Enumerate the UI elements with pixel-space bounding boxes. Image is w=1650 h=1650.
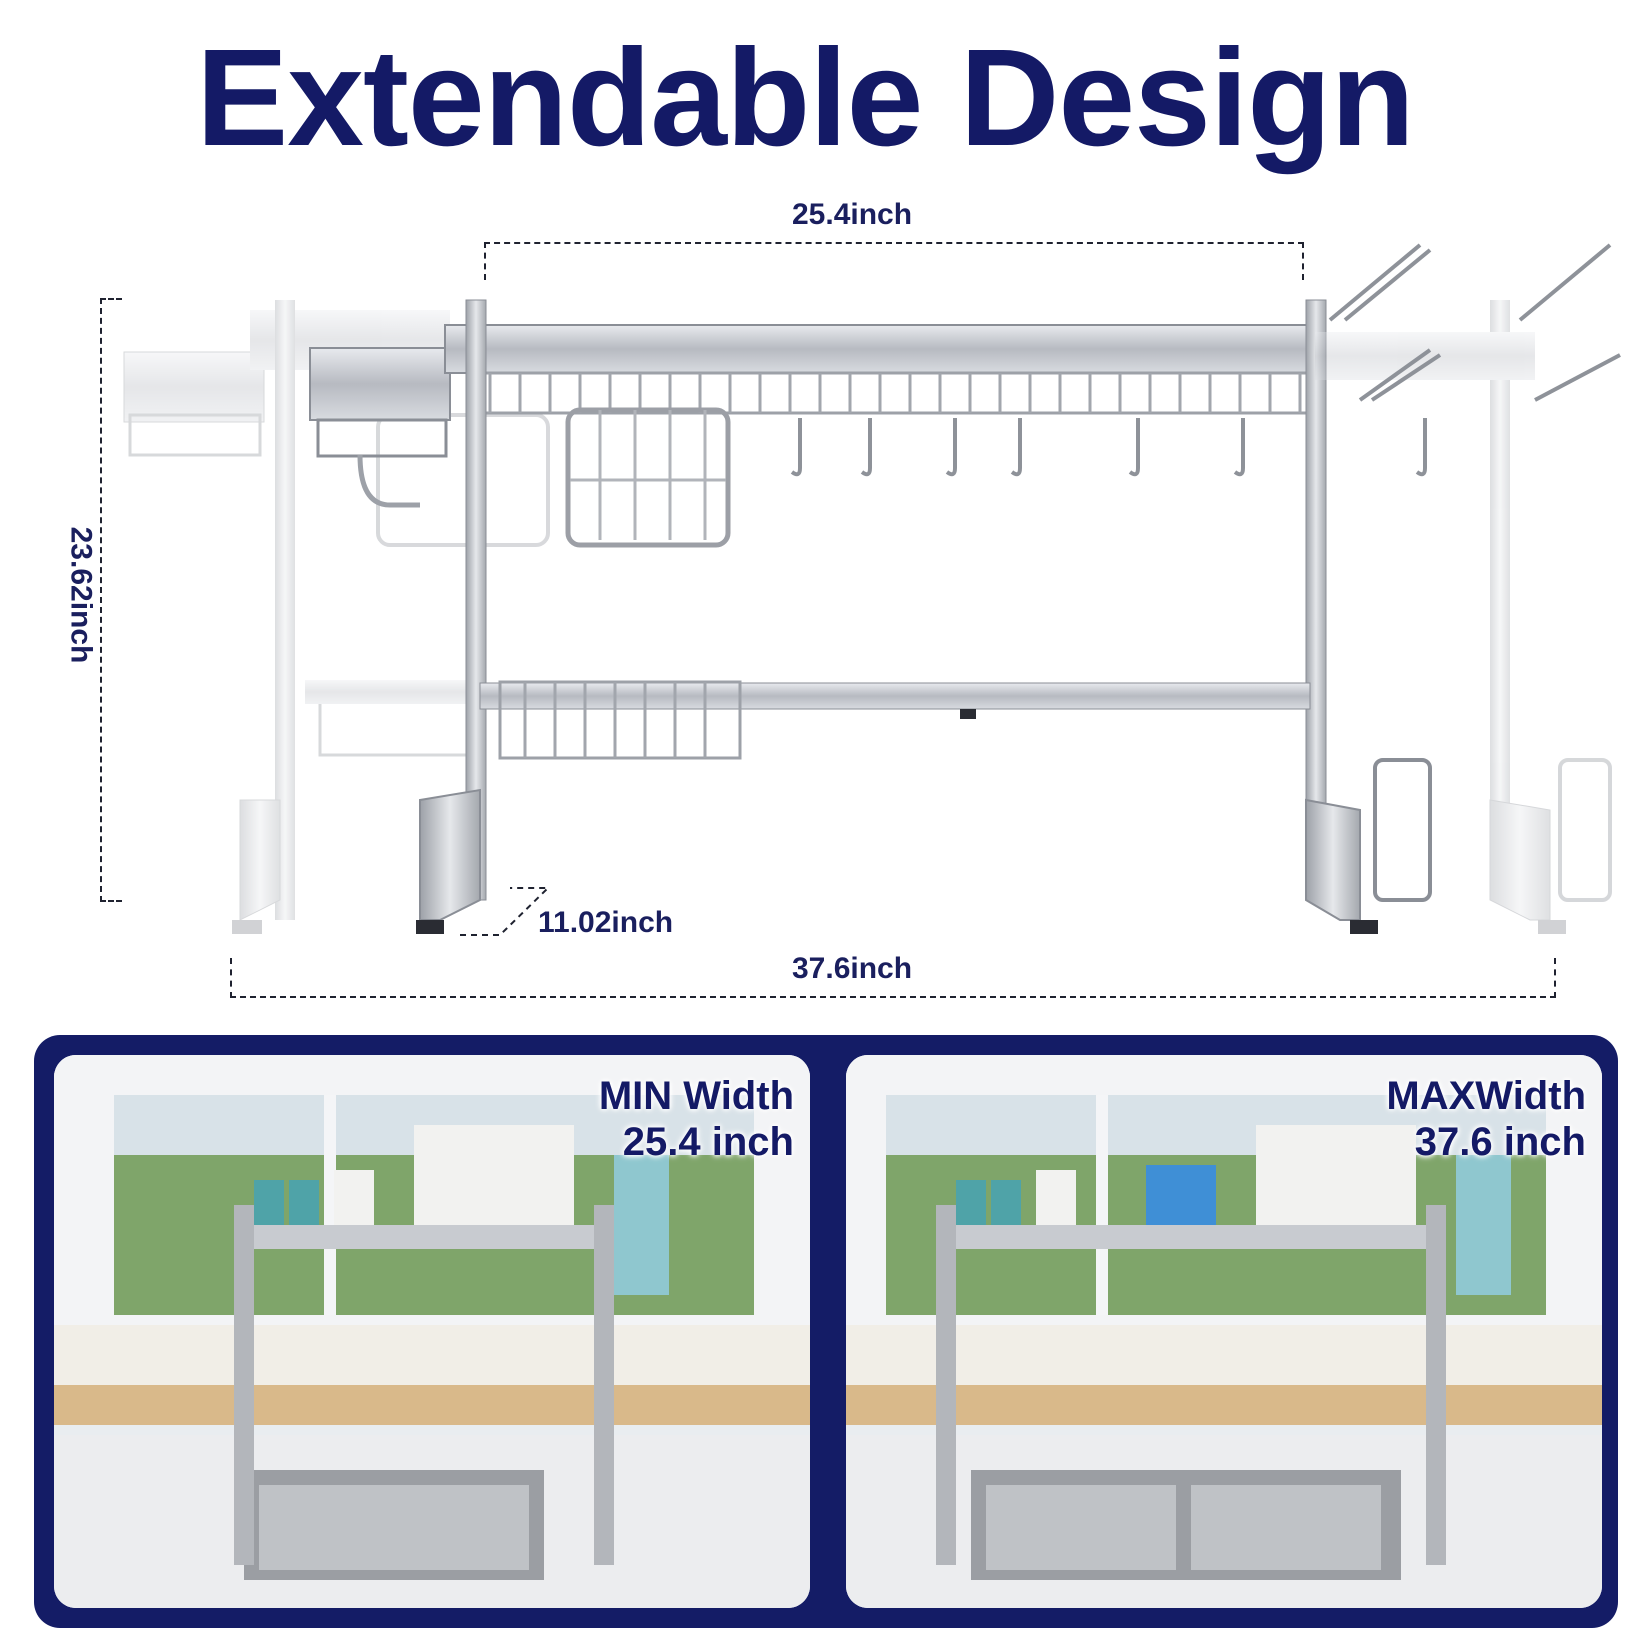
photo-max-width: MAXWidth 37.6 inch [846,1055,1602,1608]
kitchen-min-photo [54,1055,810,1608]
comparison-panel: MIN Width 25.4 inch MAXWidth [34,1035,1618,1628]
min-width-caption: MIN Width 25.4 inch [599,1073,794,1165]
max-width-caption-line1: MAXWidth [1386,1074,1586,1118]
depth-label: 11.02inch [538,906,674,939]
top-width-line [484,242,1304,280]
bottom-width-line [230,958,1556,998]
page-title: Extendable Design [196,21,1415,175]
height-line [100,298,122,902]
min-width-caption-line1: MIN Width [598,1074,794,1118]
max-width-caption: MAXWidth 37.6 inch [1386,1073,1586,1165]
max-width-caption-line2: 37.6 inch [1414,1120,1586,1164]
photo-min-width: MIN Width 25.4 inch [54,1055,810,1608]
top-width-label: 25.4inch [792,198,913,231]
bottom-width-label: 37.6inch [792,952,913,985]
kitchen-max-photo [846,1055,1602,1608]
dish-rack-illustration [123,243,1621,936]
min-width-caption-line2: 25.4 inch [622,1120,794,1164]
